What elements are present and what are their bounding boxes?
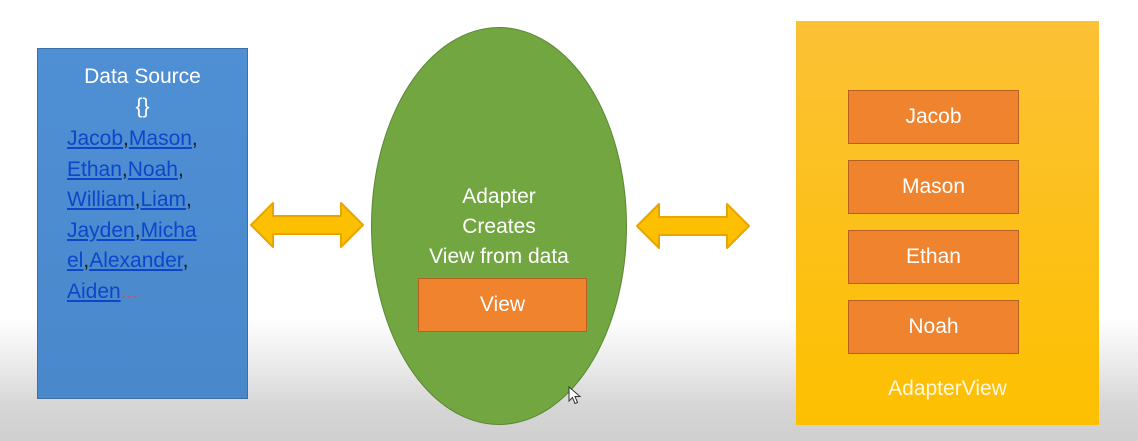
- data-source-box: Data Source {} Jacob,Mason,Ethan,Noah,Wi…: [37, 48, 248, 399]
- name-link[interactable]: Jacob: [67, 127, 124, 150]
- adapter-view-label: AdapterView: [888, 377, 1007, 400]
- comma-separator: ,: [177, 157, 184, 181]
- name-link[interactable]: Noah: [127, 157, 178, 181]
- adapter-line-3: View from data: [429, 245, 569, 268]
- comma-separator: ,: [83, 249, 90, 272]
- name-link[interactable]: Micha: [140, 218, 197, 242]
- view-box: View: [418, 278, 587, 332]
- name-link[interactable]: Liam: [140, 188, 187, 211]
- adapter-view-item: Mason: [848, 160, 1019, 214]
- data-source-line: Jayden,Micha: [67, 216, 237, 247]
- name-link[interactable]: Jayden: [67, 218, 135, 242]
- comma-separator: ,: [123, 127, 129, 150]
- data-source-line: William,Liam,: [67, 185, 237, 216]
- data-source-line: Ethan,Noah,: [67, 155, 237, 186]
- data-source-braces: {}: [135, 95, 150, 118]
- adapter-view-item: Ethan: [848, 230, 1019, 284]
- ellipsis: ...: [120, 279, 139, 303]
- comma-separator: ,: [182, 249, 189, 272]
- name-link[interactable]: Ethan: [67, 157, 122, 181]
- adapter-line-2: Creates: [462, 215, 536, 238]
- comma-separator: ,: [134, 218, 141, 242]
- data-source-line: Aiden...: [67, 277, 237, 308]
- adapter-view-box: Jacob Mason Ethan Noah AdapterView: [796, 21, 1099, 425]
- data-source-line: el,Alexander,: [67, 246, 237, 277]
- adapter-view-item: Noah: [848, 300, 1019, 354]
- name-link[interactable]: Alexander: [89, 249, 183, 272]
- name-link[interactable]: Mason: [128, 127, 192, 150]
- mouse-cursor-icon: [568, 386, 582, 405]
- name-link[interactable]: Aiden: [67, 279, 121, 303]
- data-source-title: Data Source: [84, 65, 201, 88]
- adapter-line-1: Adapter: [462, 185, 536, 208]
- name-link[interactable]: el: [67, 249, 84, 272]
- double-arrow-right-icon: [636, 203, 750, 249]
- comma-separator: ,: [134, 188, 141, 211]
- name-link[interactable]: William: [67, 188, 135, 211]
- data-source-name-list: Jacob,Mason,Ethan,Noah,William,Liam,Jayd…: [67, 124, 237, 307]
- double-arrow-left-icon: [250, 202, 364, 248]
- adapter-ellipse: Adapter Creates View from data View: [371, 27, 627, 425]
- comma-separator: ,: [186, 188, 192, 211]
- adapter-view-item: Jacob: [848, 90, 1019, 144]
- comma-separator: ,: [121, 157, 128, 181]
- comma-separator: ,: [191, 127, 198, 150]
- data-source-line: Jacob,Mason,: [67, 124, 237, 155]
